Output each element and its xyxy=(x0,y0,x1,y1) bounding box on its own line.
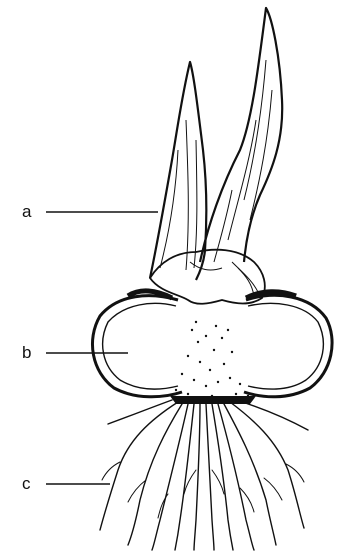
sprout-leaves xyxy=(150,8,282,280)
left-bulb-ring xyxy=(92,296,182,397)
right-sprout xyxy=(200,8,282,262)
left-sprout xyxy=(150,62,206,280)
roots xyxy=(100,400,308,550)
leader-lines xyxy=(46,212,158,484)
bulb-scales xyxy=(92,291,332,397)
callout-label-c: c xyxy=(22,475,31,492)
callout-label-b: b xyxy=(22,344,31,361)
basal-plate xyxy=(170,321,256,404)
right-bulb-ring xyxy=(244,295,332,396)
callout-label-a: a xyxy=(22,203,31,220)
